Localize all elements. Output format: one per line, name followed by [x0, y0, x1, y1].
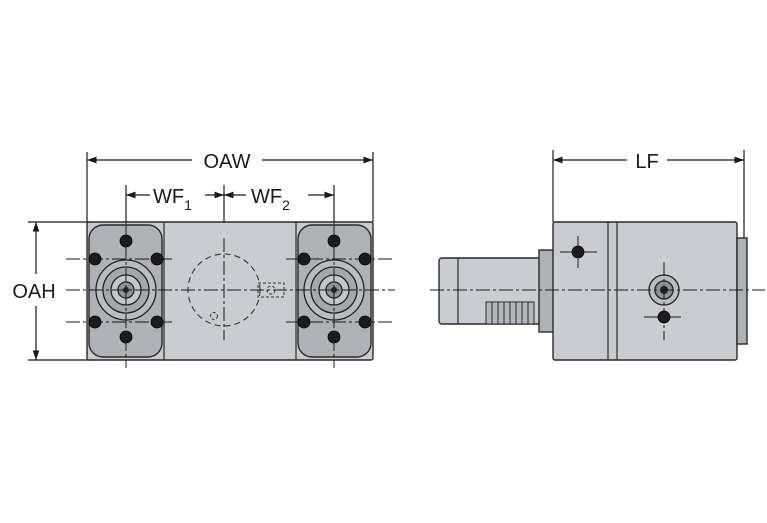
oah-label: OAH — [12, 281, 55, 303]
wf1-label: WF1 — [153, 186, 192, 213]
lf-label: LF — [635, 151, 658, 173]
oaw-label: OAW — [203, 151, 250, 173]
side-view: LF — [430, 150, 765, 361]
front-view: OAW WF1 WF2 OAH — [12, 151, 395, 368]
side-housing — [552, 221, 738, 361]
serrations — [485, 301, 535, 325]
wf2-label: WF2 — [251, 186, 290, 213]
right-spindle — [303, 259, 365, 321]
